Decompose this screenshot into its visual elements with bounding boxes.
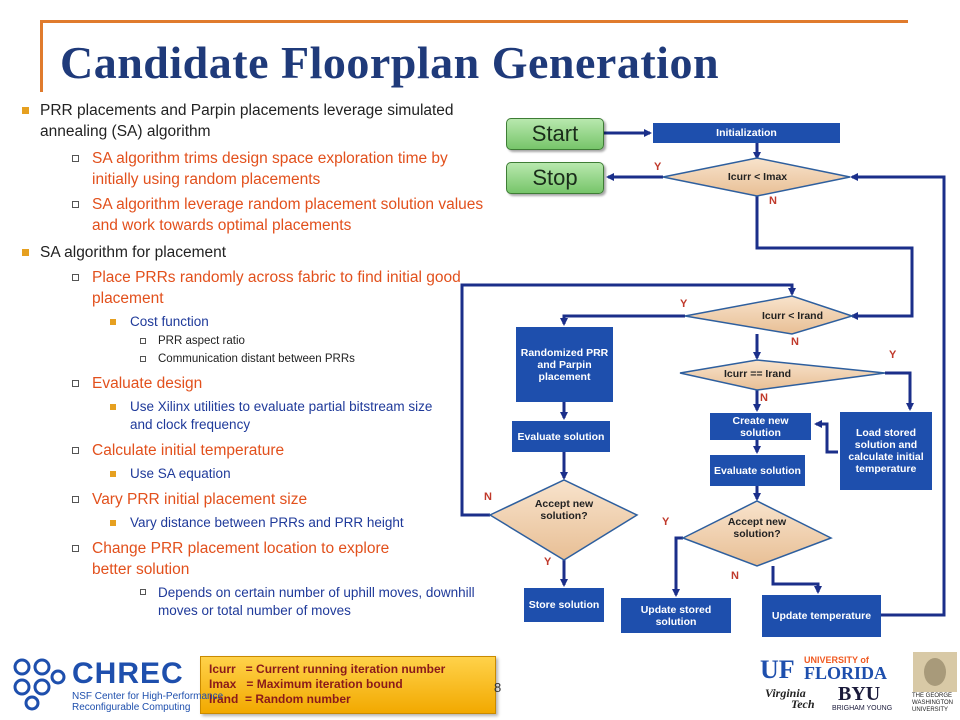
vt-text: Virginia (765, 686, 806, 700)
label-n-accept-2: N (731, 570, 739, 582)
label-y-irand-eq: Y (889, 349, 897, 361)
step-change-location: Change PRR placement location to explore… (22, 538, 422, 580)
decision-accept-1-label: Accept new solution? (534, 498, 594, 522)
label-y-imax: Y (654, 161, 662, 173)
step-aspect-ratio: PRR aspect ratio (22, 333, 512, 349)
step-vary-size: Vary PRR initial placement size (22, 489, 512, 510)
stop-terminal: Stop (506, 162, 604, 194)
uf-main-text: FLORIDA (804, 663, 888, 683)
uf-logo: UF UNIVERSITY of FLORIDA (760, 655, 910, 685)
box-load-stored: Load stored solution and calculate initi… (840, 412, 932, 490)
decision-accept-1 (488, 479, 639, 561)
byu-logo: BYU BRIGHAM YOUNG (832, 683, 912, 717)
uf-mark: UF (760, 655, 795, 684)
label-y-irand: Y (680, 298, 688, 310)
vt-text-2: Tech (791, 697, 815, 711)
step-evaluate-design: Evaluate design (22, 373, 512, 394)
decision-accept-2 (681, 500, 833, 567)
sub-bullet-leverage: SA algorithm leverage random placement s… (22, 194, 512, 236)
slide-title: Candidate Floorplan Generation (60, 37, 720, 88)
label-n-imax: N (769, 195, 777, 207)
variable-legend: Icurr = Current running iteration number… (200, 656, 496, 714)
bullet-sa: PRR placements and Parpin placements lev… (22, 100, 510, 142)
box-randomized-placement: Randomized PRR and Parpin placement (516, 327, 613, 402)
bullet-list: PRR placements and Parpin placements lev… (22, 100, 512, 620)
uf-top-text: UNIVERSITY of (804, 655, 869, 665)
vt-logo: Virginia Tech (765, 686, 825, 716)
decision-irand-eq-label: Icurr == Irand (723, 368, 792, 380)
chrec-wordmark: CHREC (72, 657, 184, 690)
step-sa-equation: Use SA equation (22, 465, 512, 483)
gwu-portrait-icon (913, 652, 957, 692)
box-evaluate-1: Evaluate solution (512, 421, 610, 452)
label-y-accept-2: Y (662, 516, 670, 528)
title-rule-top (40, 20, 908, 23)
decision-accept-2-label: Accept new solution? (727, 516, 787, 540)
chrec-subtitle-2: Reconfigurable Computing (72, 702, 191, 713)
bullet-sa-placement: SA algorithm for placement (22, 242, 512, 263)
label-y-accept-1: Y (544, 556, 552, 568)
step-communication: Communication distant between PRRs (22, 351, 512, 367)
chrec-circuit-icon (13, 658, 66, 711)
step-place-prrs: Place PRRs randomly across fabric to fin… (22, 267, 472, 309)
step-depends: Depends on certain number of uphill move… (22, 584, 488, 620)
chrec-logo: CHREC NSF Center for High-Performance Re… (10, 655, 223, 715)
step-initial-temperature: Calculate initial temperature (22, 440, 512, 461)
box-evaluate-2: Evaluate solution (710, 455, 805, 486)
step-xilinx: Use Xilinx utilities to evaluate partial… (22, 398, 440, 434)
decision-imax (662, 157, 851, 197)
label-n-accept-1: N (484, 491, 492, 503)
title-rule-left (40, 20, 43, 92)
box-create-solution: Create new solution (710, 413, 811, 440)
box-update-stored: Update stored solution (621, 598, 731, 633)
gwu-logo: THE GEORGE WASHINGTON UNIVERSITY (912, 652, 958, 718)
gwu-text-3: UNIVERSITY (912, 707, 949, 713)
page-number: 8 (494, 680, 502, 695)
sub-bullet-trims: SA algorithm trims design space explorat… (22, 148, 492, 190)
start-terminal: Start (506, 118, 604, 150)
byu-sub-text: BRIGHAM YOUNG (832, 705, 893, 712)
gwu-text-1: THE GEORGE (912, 693, 953, 699)
gwu-text-2: WASHINGTON (912, 700, 954, 706)
decision-irand-eq (679, 359, 886, 391)
byu-text: BYU (838, 683, 881, 705)
label-n-irand-eq: N (760, 392, 768, 404)
box-update-temperature: Update temperature (762, 595, 881, 637)
decision-imax-label: Icurr < Imax (727, 171, 788, 183)
box-initialization: Initialization (653, 123, 840, 143)
decision-irand (684, 295, 855, 335)
step-vary-distance: Vary distance between PRRs and PRR heigh… (22, 514, 490, 532)
step-cost-function: Cost function (22, 313, 512, 331)
label-n-irand: N (791, 336, 799, 348)
box-store-solution: Store solution (524, 588, 604, 622)
chrec-subtitle-1: NSF Center for High-Performance (72, 691, 224, 702)
decision-irand-label: Icurr < Irand (762, 310, 823, 322)
